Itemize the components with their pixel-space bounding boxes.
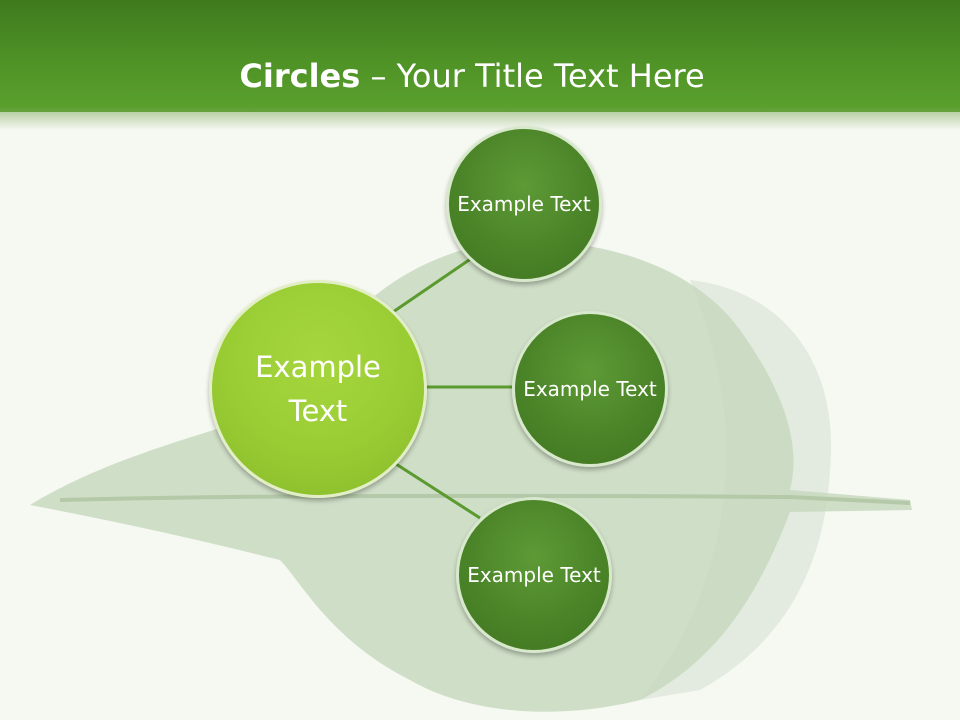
center-circle[interactable]: Example Text [209, 280, 427, 498]
branch-circle-middle[interactable]: Example Text [512, 311, 668, 467]
branch-circle-bottom[interactable]: Example Text [456, 497, 612, 653]
branch-circle-label: Example Text [457, 192, 591, 216]
header-fade [0, 108, 960, 130]
connector-bottom [395, 462, 481, 520]
title-bold-part: Circles [239, 57, 361, 95]
branch-circle-top[interactable]: Example Text [446, 126, 602, 282]
leaf-midrib [59, 493, 911, 505]
center-circle-label: Example Text [255, 350, 381, 428]
branch-circle-label: Example Text [467, 563, 601, 587]
connector-top [392, 256, 473, 314]
page-title: Circles – Your Title Text Here [0, 52, 944, 100]
header-bar [0, 0, 960, 112]
branch-circle-label: Example Text [523, 377, 657, 401]
leaf-shape [30, 241, 912, 712]
title-rest-part: – Your Title Text Here [360, 57, 705, 95]
